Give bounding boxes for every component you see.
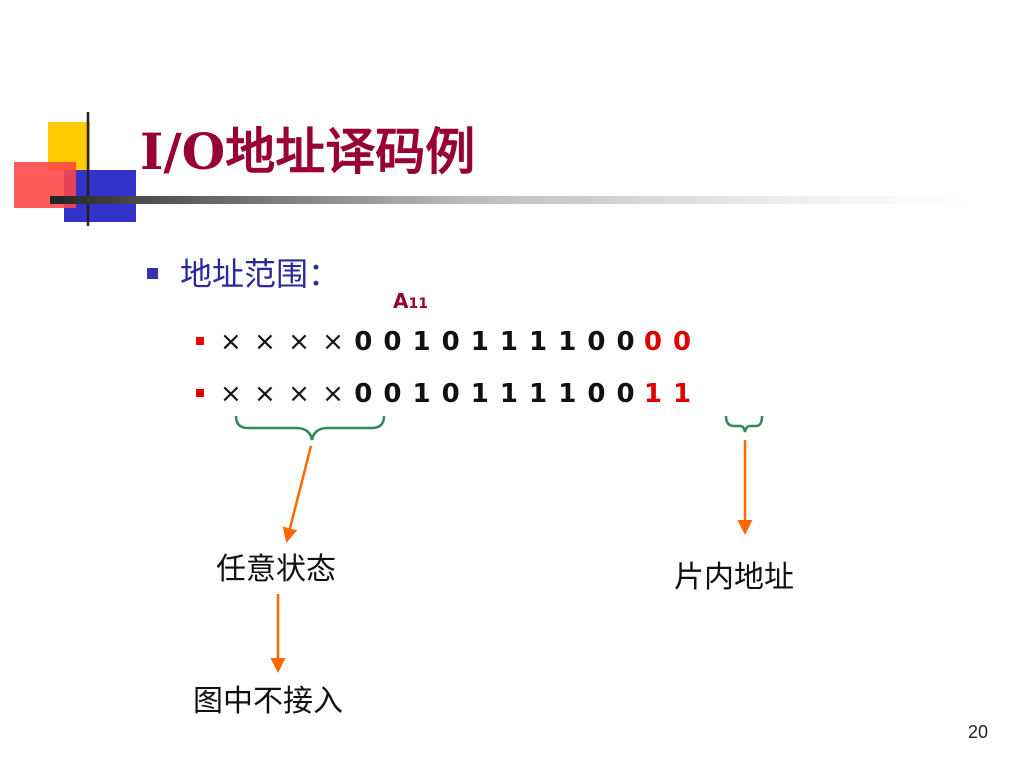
a11-label: A11 bbox=[393, 288, 428, 317]
dont-care-brace bbox=[234, 415, 386, 441]
chip-address-brace bbox=[724, 415, 764, 433]
chip-address-label: 片内地址 bbox=[674, 560, 794, 595]
title-underline-rule bbox=[50, 196, 970, 204]
not-connected-label: 图中不接入 bbox=[193, 684, 343, 719]
address-row-low: × × × × 0 0 1 0 1 1 1 1 0 0 0 0 bbox=[196, 324, 692, 360]
chip-address-bits: 1 1 bbox=[643, 379, 693, 409]
page-number: 20 bbox=[968, 722, 989, 742]
address-row-high: × × × × 0 0 1 0 1 1 1 1 0 0 1 1 bbox=[196, 376, 692, 412]
a11-label-subscript: 11 bbox=[408, 296, 428, 312]
a11-label-main: A bbox=[393, 289, 409, 313]
row-bullet-icon bbox=[196, 336, 204, 345]
any-state-label: 任意状态 bbox=[216, 552, 336, 587]
heading-bullet-icon bbox=[147, 268, 158, 279]
fixed-address-bits: 0 0 1 0 1 1 1 1 0 0 bbox=[354, 327, 636, 357]
address-range-heading: 地址范围： bbox=[180, 255, 341, 293]
dont-care-bits: × × × × bbox=[220, 379, 346, 409]
row-bullet-icon bbox=[196, 388, 204, 397]
dont-care-bits: × × × × bbox=[220, 327, 346, 357]
slide-title: I/O地址译码例 bbox=[140, 122, 476, 181]
arrow-to-any-state bbox=[282, 445, 313, 543]
chip-address-bits: 0 0 bbox=[643, 327, 693, 357]
fixed-address-bits: 0 0 1 0 1 1 1 1 0 0 bbox=[354, 379, 636, 409]
